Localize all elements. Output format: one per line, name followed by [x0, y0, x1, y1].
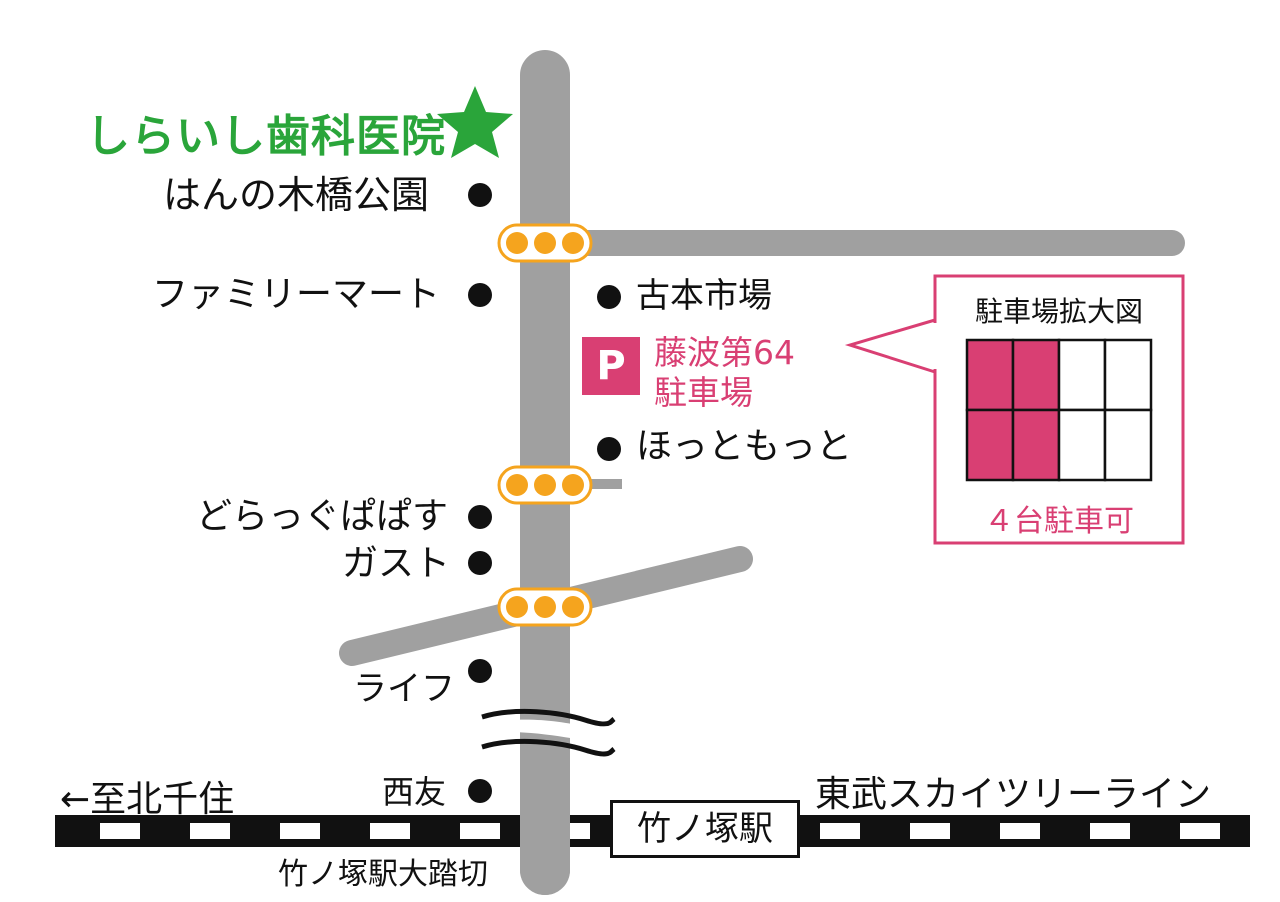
- traffic-signal-icon: [497, 587, 593, 627]
- parking-detail-title: 駐車場拡大図: [974, 295, 1143, 328]
- parking-icon: P: [582, 337, 640, 395]
- star-icon: [437, 86, 513, 158]
- landmark-dot: [468, 505, 492, 529]
- landmark-dot: [468, 779, 492, 803]
- direction-label: ←至北千住: [60, 779, 235, 820]
- station-name: 竹ノ塚駅: [610, 800, 800, 858]
- landmark-dot: [597, 437, 621, 461]
- landmark-dot: [468, 659, 492, 683]
- parking-lot-diagram: [965, 338, 1153, 482]
- landmark-familymart: ファミリーマート: [152, 274, 441, 315]
- parking-capacity: ４台駐車可: [984, 504, 1134, 539]
- parking-name-line2: 駐車場: [654, 372, 753, 412]
- clinic-name: しらいし歯科医院: [86, 111, 446, 162]
- landmark-seiyu: 西友: [382, 773, 447, 811]
- parking-name-line1: 藤波第64: [654, 333, 795, 372]
- landmark-dot: [468, 283, 492, 307]
- traffic-signal-icon: [497, 223, 593, 263]
- landmark-furumoto-ichiba: 古本市場: [636, 276, 772, 316]
- landmark-dot: [597, 285, 621, 309]
- railway-line-name: 東武スカイツリーライン: [815, 774, 1212, 815]
- traffic-signal-icon: [497, 465, 593, 505]
- landmark-dot: [468, 551, 492, 575]
- landmark-hannoki-park: はんの木橋公園: [163, 173, 430, 217]
- landmark-life: ライフ: [353, 669, 455, 709]
- landmark-hottomotto: ほっともっと: [636, 426, 853, 467]
- landmark-dot: [468, 183, 492, 207]
- parking-name: 藤波第64 駐車場: [654, 333, 795, 412]
- landmark-gusto: ガスト: [342, 543, 451, 584]
- landmark-drugpapas: どらっぐぱぱす: [196, 496, 449, 537]
- crossing-label: 竹ノ塚駅大踏切: [278, 857, 488, 892]
- road-break-icon: [481, 708, 616, 757]
